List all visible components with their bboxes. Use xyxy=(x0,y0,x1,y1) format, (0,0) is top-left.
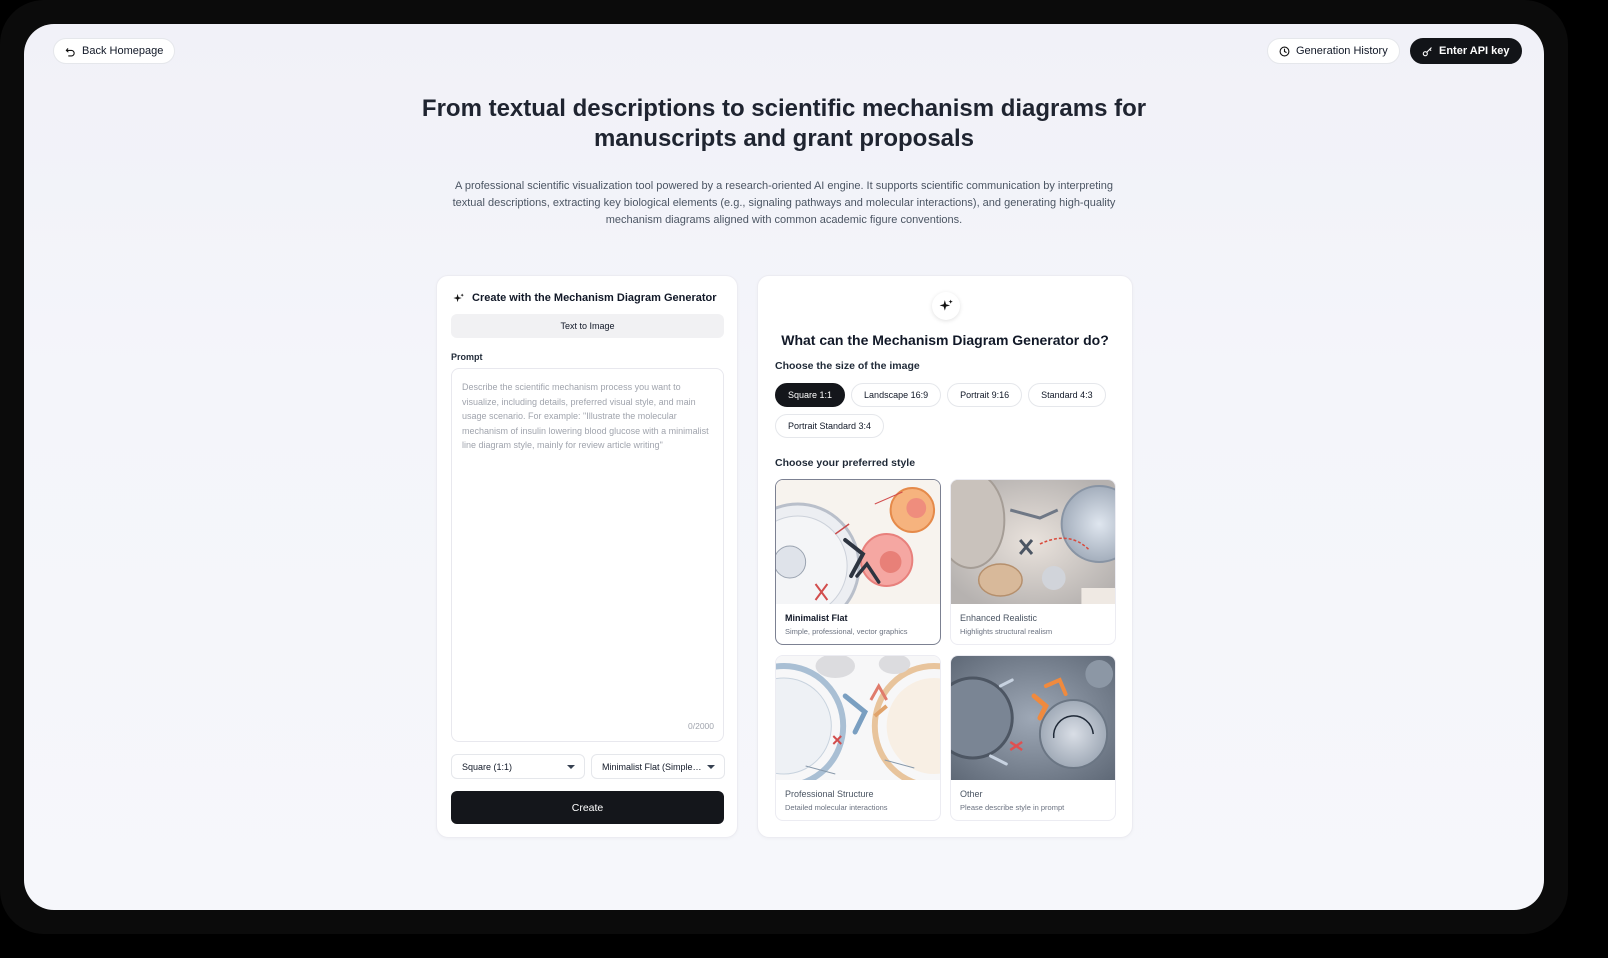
size-select-value: Square (1:1) xyxy=(462,761,513,772)
style-name: Enhanced Realistic xyxy=(960,613,1038,623)
style-card-other[interactable]: Other Please describe style in prompt xyxy=(950,655,1116,821)
style-card-professional-structure[interactable]: Professional Structure Detailed molecula… xyxy=(775,655,941,821)
sparkle-icon xyxy=(939,299,953,311)
other-style-preview-image xyxy=(951,656,1115,780)
generation-history-label: Generation History xyxy=(1296,45,1388,57)
device-frame: Back Homepage Generation History Enter A… xyxy=(0,0,1568,934)
page-title: From textual descriptions to scientific … xyxy=(24,94,1544,154)
style-card-enhanced-realistic[interactable]: Enhanced Realistic Highlights structural… xyxy=(950,479,1116,645)
enhanced-realistic-preview-image xyxy=(951,480,1115,604)
generation-history-button[interactable]: Generation History xyxy=(1267,38,1400,64)
tab-text-to-image[interactable]: Text to Image xyxy=(451,314,724,338)
page-title-line-2: manuscripts and grant proposals xyxy=(593,125,975,152)
size-chip-standard[interactable]: Standard 4:3 xyxy=(1028,383,1106,407)
key-icon xyxy=(1422,46,1432,56)
top-bar: Back Homepage Generation History Enter A… xyxy=(24,38,1544,66)
back-homepage-button[interactable]: Back Homepage xyxy=(53,38,176,64)
prompt-label: Prompt xyxy=(451,352,483,362)
enter-api-key-button[interactable]: Enter API key xyxy=(1410,38,1522,64)
generator-card-title: Create with the Mechanism Diagram Genera… xyxy=(453,292,717,304)
style-description: Detailed molecular interactions xyxy=(785,803,888,812)
create-button[interactable]: Create xyxy=(451,791,724,824)
clock-icon xyxy=(1279,46,1290,56)
generator-card: Create with the Mechanism Diagram Genera… xyxy=(436,275,738,838)
size-heading: Choose the size of the image xyxy=(775,360,920,372)
style-description: Highlights structural realism xyxy=(960,627,1053,636)
style-select-value: Minimalist Flat (Simple, professional, v… xyxy=(602,761,702,772)
size-chip-square[interactable]: Square 1:1 xyxy=(775,383,846,407)
style-name: Other xyxy=(960,789,983,799)
professional-structure-preview-image xyxy=(776,656,940,780)
style-grid: Minimalist Flat Simple, professional, ve… xyxy=(775,479,1116,821)
style-heading: Choose your preferred style xyxy=(775,457,916,469)
style-card-minimalist-flat[interactable]: Minimalist Flat Simple, professional, ve… xyxy=(775,479,941,645)
back-homepage-label: Back Homepage xyxy=(82,45,164,57)
size-chip-portrait[interactable]: Portrait 9:16 xyxy=(947,383,1023,407)
prompt-field-container: 0/2000 xyxy=(451,368,724,742)
info-card-title: What can the Mechanism Diagram Generator… xyxy=(781,332,1109,348)
sparkle-icon xyxy=(453,292,464,302)
app-screen: Back Homepage Generation History Enter A… xyxy=(24,24,1544,910)
generator-card-title-text: Create with the Mechanism Diagram Genera… xyxy=(472,292,717,304)
chevron-down-icon xyxy=(707,765,715,769)
minimalist-flat-preview-image xyxy=(776,480,940,604)
size-chip-group: Square 1:1 Landscape 16:9 Portrait 9:16 … xyxy=(775,383,1120,438)
style-name: Professional Structure xyxy=(785,789,874,799)
style-name: Minimalist Flat xyxy=(785,613,848,623)
page-description: A professional scientific visualization … xyxy=(452,180,1116,226)
style-description: Simple, professional, vector graphics xyxy=(785,627,908,636)
style-select[interactable]: Minimalist Flat (Simple, professional, v… xyxy=(591,754,725,779)
style-description: Please describe style in prompt xyxy=(960,803,1065,812)
size-select[interactable]: Square (1:1) xyxy=(451,754,585,779)
enter-api-key-label: Enter API key xyxy=(1439,45,1510,57)
chevron-down-icon xyxy=(567,765,575,769)
size-chip-portrait-standard[interactable]: Portrait Standard 3:4 xyxy=(775,414,885,438)
sparkle-badge xyxy=(932,292,960,320)
page-title-line-1: From textual descriptions to scientific … xyxy=(421,95,1147,122)
char-counter: 0/2000 xyxy=(688,721,714,731)
size-chip-landscape[interactable]: Landscape 16:9 xyxy=(851,383,942,407)
info-card: What can the Mechanism Diagram Generator… xyxy=(757,275,1133,838)
prompt-input[interactable] xyxy=(452,369,723,741)
back-arrow-icon xyxy=(65,47,75,56)
